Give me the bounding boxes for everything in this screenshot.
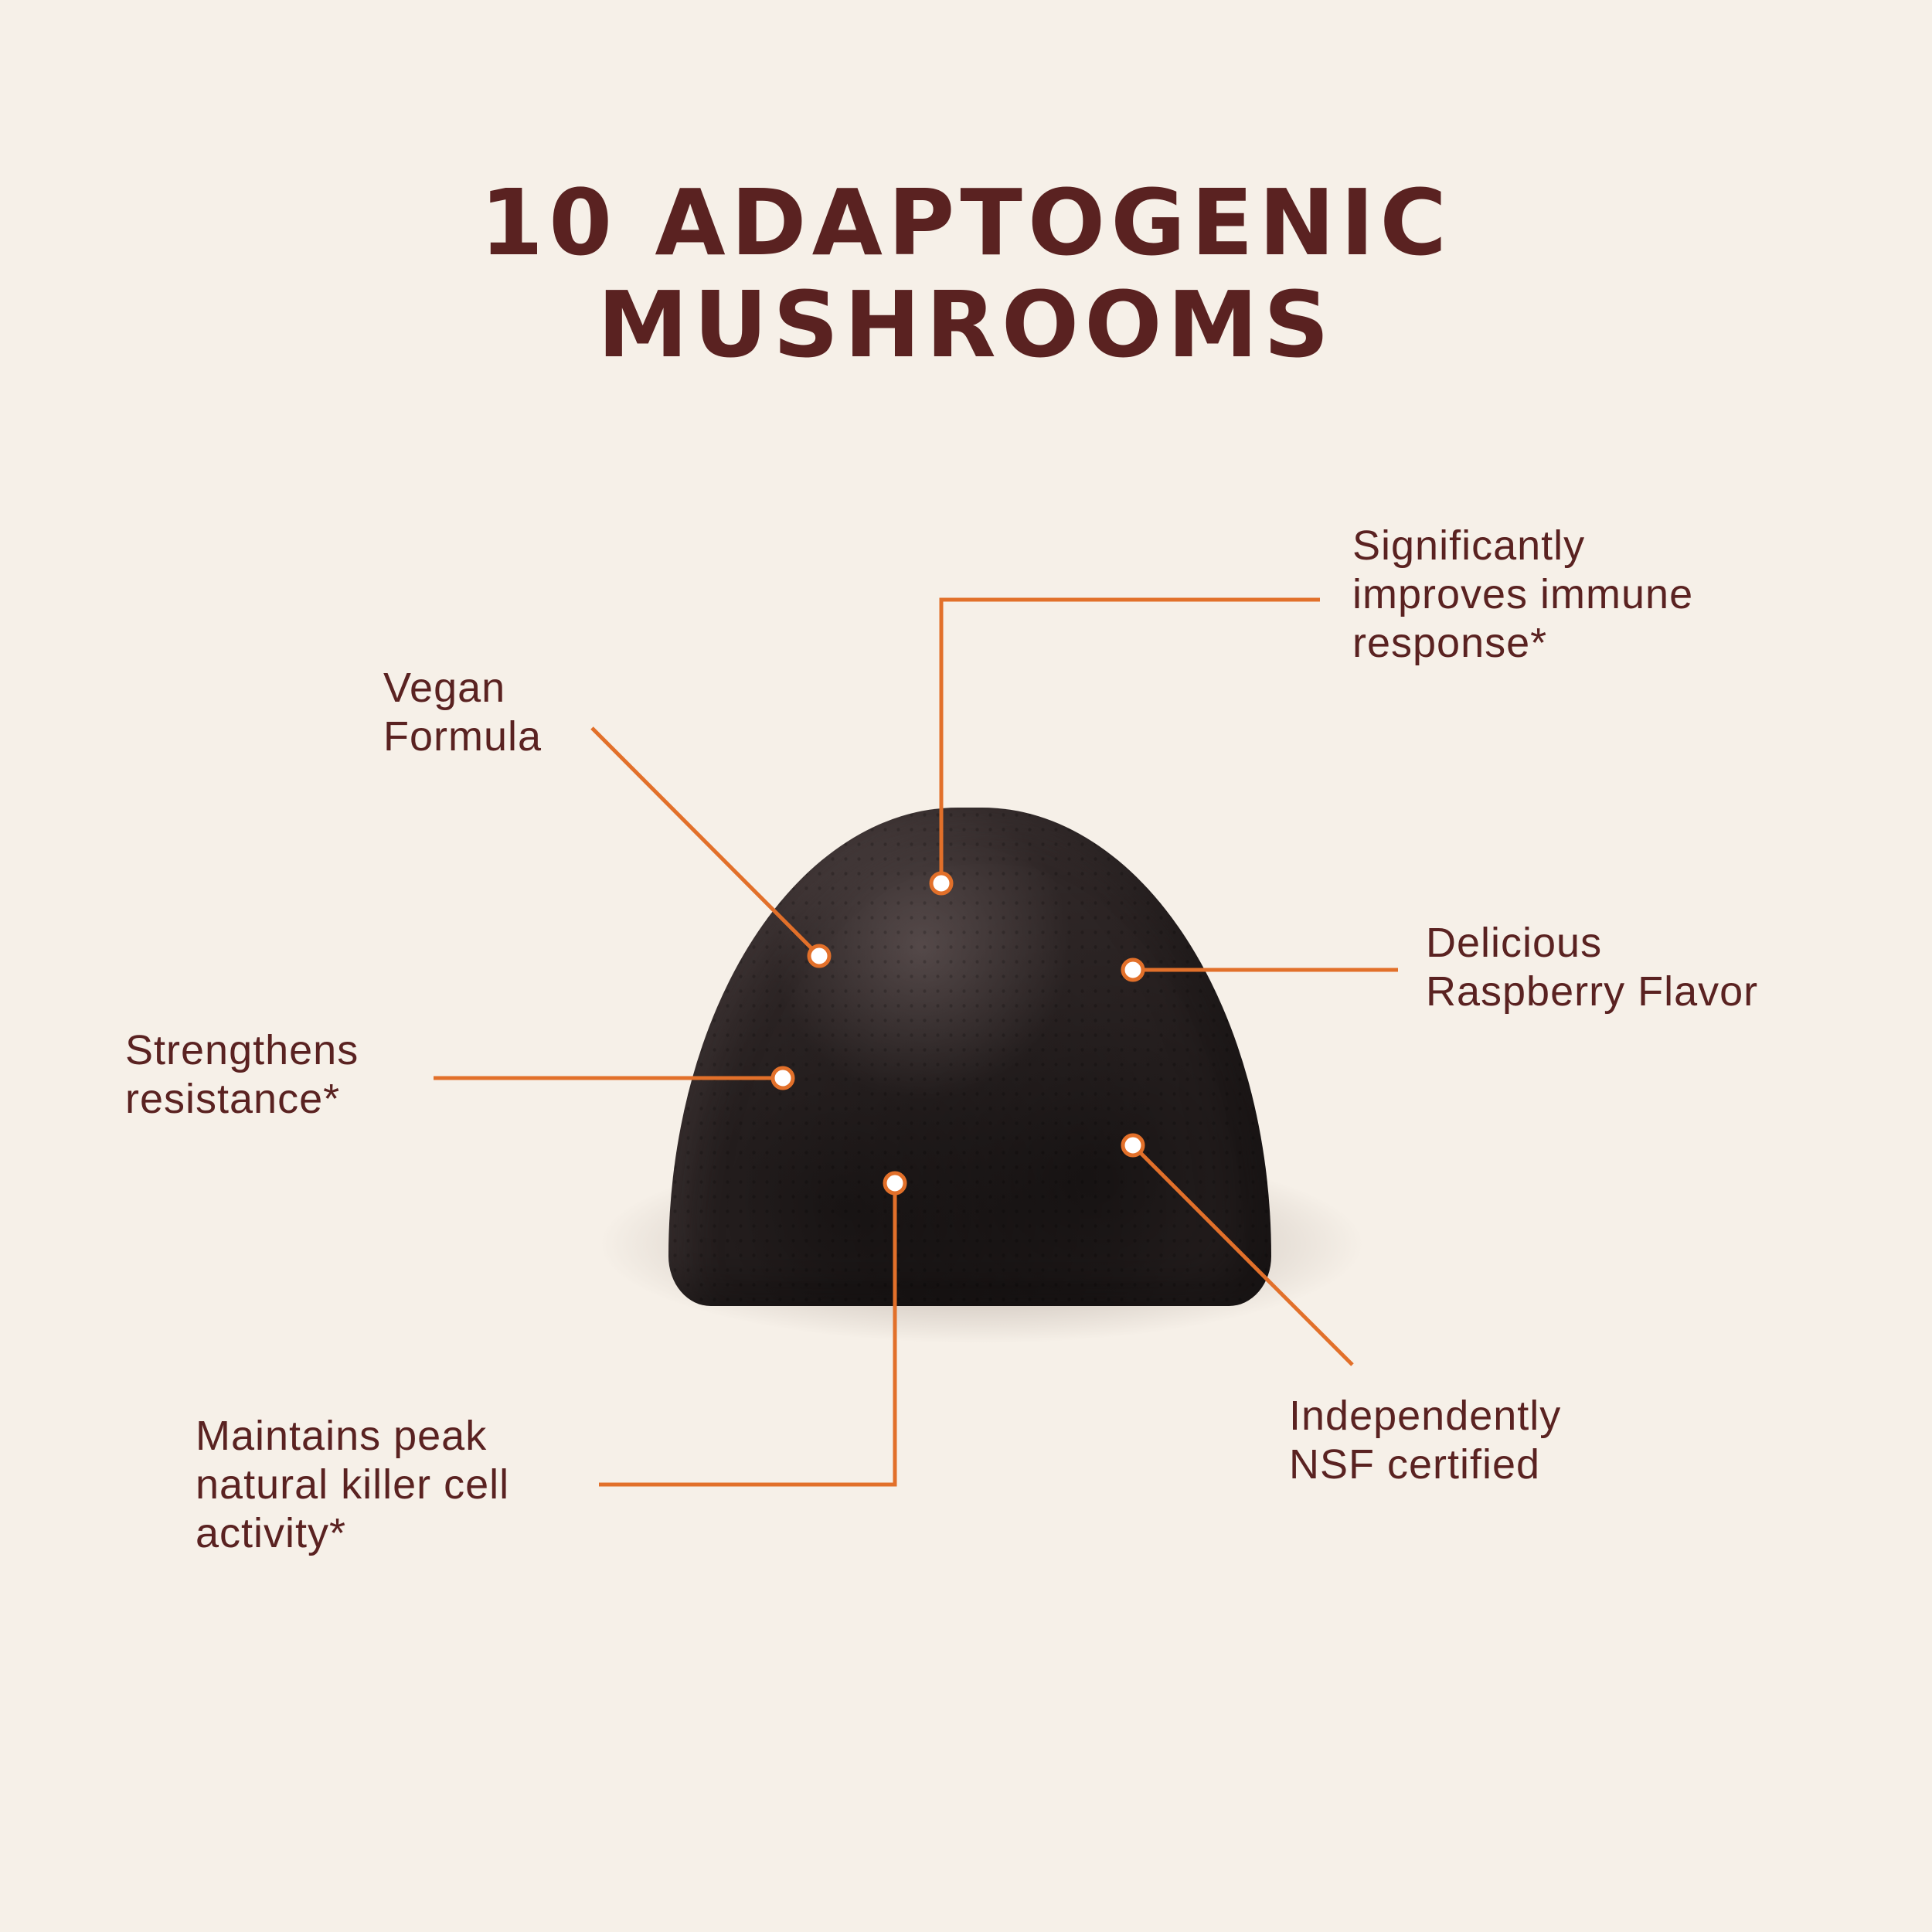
callout-dot-vegan: [807, 944, 832, 968]
callout-line-nsf: [1131, 1144, 1354, 1366]
callout-label-nsf: Independently NSF certified: [1289, 1393, 1562, 1488]
callout-label-flavor: Delicious Raspberry Flavor: [1426, 920, 1759, 1015]
callout-label-vegan: Vegan Formula: [383, 665, 543, 760]
callout-dot-resistance: [770, 1066, 795, 1090]
callout-dot-nsf: [1121, 1133, 1145, 1158]
page-title: 10 ADAPTOGENIC MUSHROOMS: [0, 172, 1932, 376]
callout-dot-killer-cell: [883, 1171, 907, 1196]
callout-dot-flavor: [1121, 957, 1145, 982]
callout-label-resistance: Strengthens resistance*: [125, 1027, 359, 1122]
callout-line-vegan: [590, 726, 821, 957]
callout-label-immune: Significantly improves immune response*: [1352, 522, 1694, 666]
callout-label-killer-cell: Maintains peak natural killer cell activ…: [196, 1413, 510, 1556]
title-line-1: 10 ADAPTOGENIC: [480, 169, 1452, 276]
title-line-2: MUSHROOMS: [597, 271, 1335, 378]
callout-line-killer-cell: [599, 1183, 897, 1487]
callout-dot-immune: [929, 871, 954, 896]
callout-line-immune: [939, 597, 1320, 883]
